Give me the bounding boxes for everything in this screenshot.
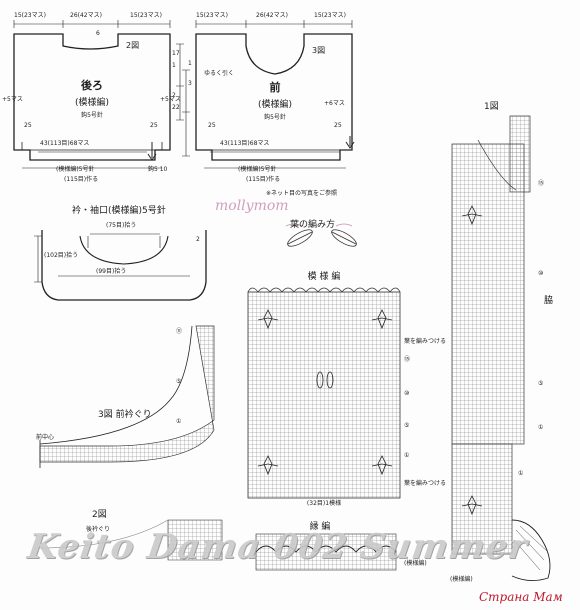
front-width-left: 15(23マス) xyxy=(196,12,228,19)
back-pattern: (模様編) xyxy=(74,98,110,108)
back-title: 後ろ xyxy=(81,79,103,92)
back-width-right: 15(23マス) xyxy=(130,12,162,19)
fig3-chart xyxy=(39,325,215,468)
cuff-num-2: 2 xyxy=(196,236,200,243)
front-bottom-pattern: (模様編)5号針 xyxy=(238,166,277,173)
brand-watermark: Страна Мам xyxy=(479,590,563,604)
fig3-title: 3図 前衿ぐり xyxy=(98,410,152,420)
fig1-row-5: ⑤ xyxy=(538,380,544,387)
front-num-3: 3 xyxy=(188,80,192,87)
edging-title: 縁 編 xyxy=(309,522,331,532)
fig3-row-11: ⑪ xyxy=(176,328,183,335)
back-width-left: 15(23マス) xyxy=(14,12,46,19)
mollymom-watermark: mollymom xyxy=(215,198,289,214)
fig2-chart xyxy=(39,519,223,561)
fig3-row-5: ⑤ xyxy=(176,378,182,385)
back-width-mid: 26(42マス) xyxy=(70,12,102,19)
cuff-top-count: (75目)拾う xyxy=(106,222,137,229)
edging-note: (模様編) xyxy=(404,560,427,567)
cuff-bottom-count: (99目)拾う xyxy=(96,268,127,275)
fig2-title: 2図 xyxy=(92,510,107,520)
cuff-side-count: (102目)拾う xyxy=(44,252,79,259)
leaf-motifs xyxy=(285,223,357,247)
cuff-title: 衿・袖口(模様編)5号針 xyxy=(72,206,166,216)
back-side-a: +5マス xyxy=(2,96,23,103)
front-bottom-total: (115目)作る xyxy=(246,176,281,183)
fig2-subtitle: 後衿ぐり xyxy=(86,526,111,533)
fig3-left-label: 前中心 xyxy=(36,434,55,441)
fig3-row-1: ① xyxy=(176,418,182,425)
back-side-b: +5マス xyxy=(160,96,181,103)
main-chart-note-top: 葉を編みつける xyxy=(404,338,447,345)
front-schematic xyxy=(182,20,355,169)
back-bottom-pattern: (模様編)5号針 xyxy=(56,166,95,173)
main-chart-row-15: ⑮ xyxy=(404,356,411,363)
back-needle: 鈎5号針 xyxy=(81,112,103,119)
front-num-1: 1 xyxy=(188,60,192,67)
main-chart xyxy=(247,287,401,571)
main-chart-note-bottom: 葉を編みつける xyxy=(404,480,447,487)
back-num-25a: 25 xyxy=(24,122,32,129)
front-pattern: (模様編) xyxy=(257,100,293,110)
back-figure-tag: 2図 xyxy=(126,41,140,50)
back-side-right: 鈎5 10 xyxy=(148,166,168,173)
back-num-25b: 25 xyxy=(150,122,158,129)
front-bottom-count: 43(113目)68マス xyxy=(220,140,270,147)
keito-dama-watermark: Keito Dama 002 Summer xyxy=(25,527,531,567)
front-corner-note: ゆるく引く xyxy=(204,70,235,77)
fig1-chart xyxy=(451,115,551,581)
front-num-25a: 25 xyxy=(208,122,216,129)
back-bottom-total: (115目)作る xyxy=(64,176,99,183)
front-figure-tag: 3図 xyxy=(312,46,326,55)
front-needle: 鈎5号針 xyxy=(264,114,286,121)
front-side-note: +6マス xyxy=(324,100,345,107)
flower-title: 葉の編み方 xyxy=(290,220,336,230)
fig1-row-10: ⑩ xyxy=(538,270,544,277)
fig1-side-label: 脇 xyxy=(544,296,554,306)
main-chart-row-10: ⑩ xyxy=(404,390,410,397)
back-num-2: 2 xyxy=(172,92,176,99)
fig1-title: 1図 xyxy=(484,102,499,112)
front-num-25b: 25 xyxy=(334,122,342,129)
front-width-right: 15(23マス) xyxy=(314,12,346,19)
back-num-17: 17 xyxy=(172,50,180,57)
back-bottom-count: 43(113目)68マス xyxy=(40,140,90,147)
fig1-row-15: ⑮ xyxy=(538,180,545,187)
main-chart-bottom-note: (32目)1模様 xyxy=(306,500,342,507)
cuff-schematic xyxy=(34,230,207,301)
back-num-22: 22 xyxy=(172,104,180,111)
back-num-1: 1 xyxy=(172,62,176,69)
main-chart-row-5: ⑤ xyxy=(404,422,410,429)
fig1-row-1a: ① xyxy=(538,424,544,431)
fig1-row-1b: ① xyxy=(518,470,524,477)
front-width-mid: 26(42マス) xyxy=(256,12,288,19)
back-num-6: 6 xyxy=(96,30,100,37)
front-title: 前 xyxy=(269,81,281,94)
flower-small-note: ※ネット目の写真をご参照 xyxy=(266,190,338,197)
main-chart-row-1: ① xyxy=(404,452,410,459)
back-schematic xyxy=(13,20,184,169)
main-chart-title: 模 様 編 xyxy=(307,272,341,282)
fig1-bottom-label: (模様編) xyxy=(450,576,473,583)
